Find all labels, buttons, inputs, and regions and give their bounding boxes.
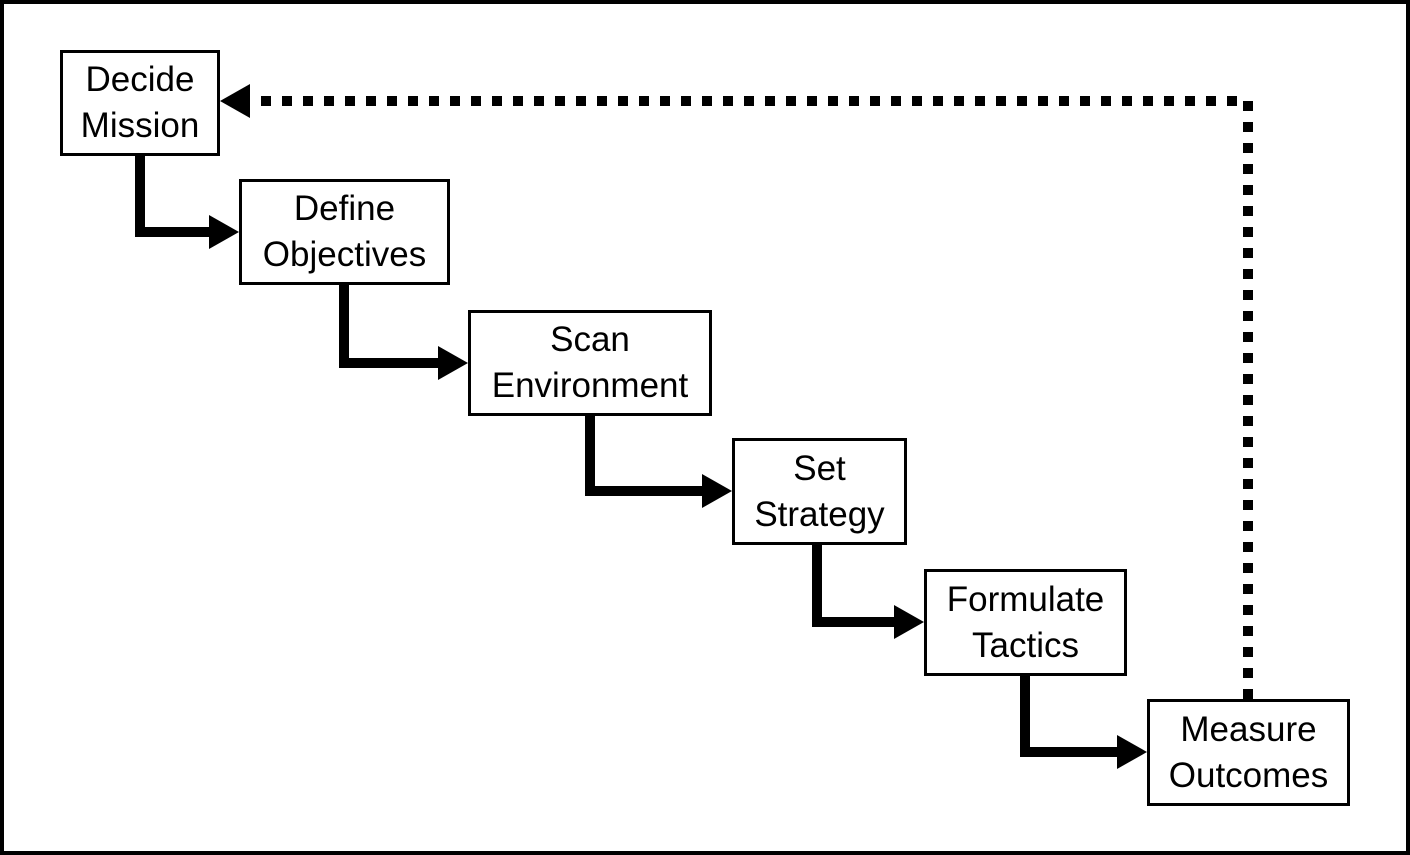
node-label-line: Set xyxy=(793,448,846,488)
arrow-strategy-to-tactics xyxy=(812,542,924,639)
node-measure-outcomes: Measure Outcomes xyxy=(1147,699,1350,806)
node-label-line: Outcomes xyxy=(1168,755,1329,795)
node-decide-mission: Decide Mission xyxy=(60,50,220,156)
node-define-objectives: Define Objectives xyxy=(239,179,450,285)
arrow-tactics-to-outcomes xyxy=(1020,673,1147,769)
node-label-line: Objectives xyxy=(262,235,427,274)
arrow-decide-to-define xyxy=(135,153,239,249)
node-scan-environment: Scan Environment xyxy=(468,310,712,416)
node-label-line: Environment xyxy=(491,366,689,405)
node-label-line: Define xyxy=(293,189,396,228)
node-label-line: Mission xyxy=(80,106,200,145)
arrow-scan-to-strategy xyxy=(585,413,732,508)
node-label-line: Formulate xyxy=(946,579,1105,619)
arrow-define-to-scan xyxy=(339,282,468,380)
node-formulate-tactics: Formulate Tactics xyxy=(924,569,1127,676)
node-set-strategy: Set Strategy xyxy=(732,438,907,545)
node-label-line: Scan xyxy=(550,320,630,359)
node-label-line: Strategy xyxy=(754,494,885,534)
node-label-line: Decide xyxy=(85,60,195,99)
node-label-line: Tactics xyxy=(972,625,1079,665)
node-label-line: Measure xyxy=(1180,709,1317,749)
